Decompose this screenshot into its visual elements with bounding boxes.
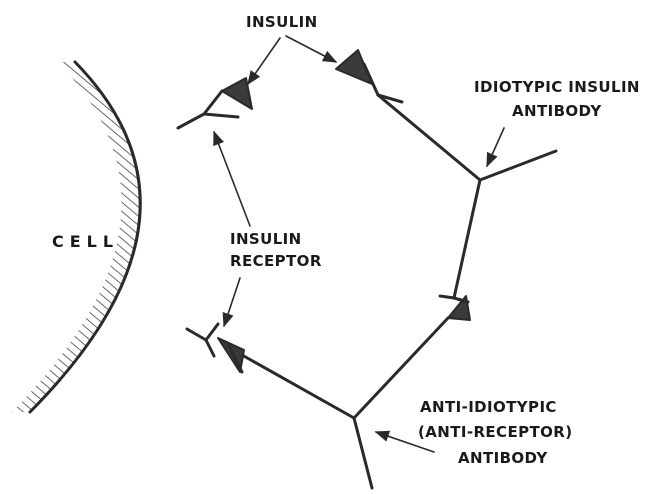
receptor-label-line1: INSULIN: [230, 230, 302, 248]
receptor-label-group: INSULIN RECEPTOR: [214, 132, 322, 326]
insulin-receptor-top: [178, 91, 238, 128]
receptor-pointer-up: [214, 132, 250, 226]
idiotypic-label-line2: ANTIBODY: [512, 102, 602, 120]
idiotypic-insulin-antibody: [364, 64, 556, 302]
insulin-pointer-left: [248, 38, 280, 84]
receptor-pointer-down: [224, 278, 240, 326]
cell: CELL: [12, 62, 140, 412]
insulin-pointer-right: [286, 36, 336, 62]
insulin-molecule-bound-receptor: [222, 78, 252, 109]
insulin-receptor-bottom: [187, 324, 218, 356]
anti-idiotypic-antibody: [218, 296, 470, 488]
anti-idiotypic-label-line1: ANTI-IDIOTYPIC: [420, 398, 557, 416]
cell-label: CELL: [52, 232, 119, 251]
idiotypic-label-line1: IDIOTYPIC INSULIN: [474, 78, 640, 96]
insulin-label: INSULIN: [246, 13, 318, 31]
insulin-label-group: INSULIN: [246, 13, 336, 84]
anti-idiotypic-label-line2: (ANTI-RECEPTOR): [418, 423, 573, 441]
idiotypic-label-group: IDIOTYPIC INSULIN ANTIBODY: [474, 78, 640, 166]
anti-idiotypic-label-line3: ANTIBODY: [458, 449, 548, 467]
anti-idiotypic-label-group: ANTI-IDIOTYPIC (ANTI-RECEPTOR) ANTIBODY: [376, 398, 573, 467]
idiotypic-pointer: [487, 128, 504, 166]
receptor-label-line2: RECEPTOR: [230, 252, 322, 270]
